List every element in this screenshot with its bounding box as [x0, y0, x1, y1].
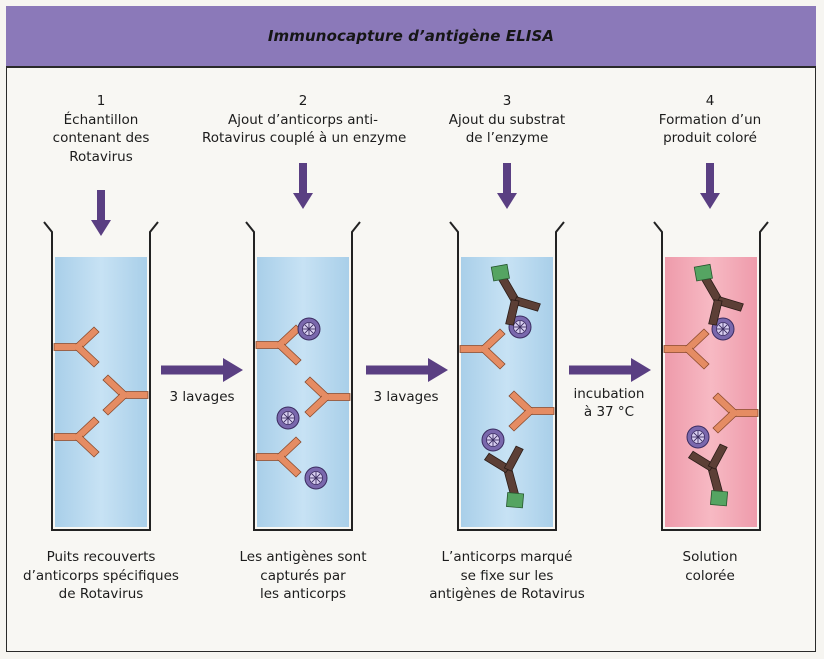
rotavirus-particle — [482, 429, 504, 451]
step-3-caption: L’anticorps marqué se fixe sur les antig… — [424, 548, 590, 604]
rotavirus-particle — [277, 407, 299, 429]
step-number: 4 — [640, 92, 780, 111]
transition-1-label: 3 lavages — [152, 388, 252, 407]
well-2 — [246, 222, 360, 530]
transition-2-label: 3 lavages — [356, 388, 456, 407]
step-3-label: 3 Ajout du substrat de l’enzyme — [432, 92, 582, 148]
step-2-label: 2 Ajout d’anticorps anti- Rotavirus coup… — [202, 92, 404, 148]
step-2-caption: Les antigènes sont capturés par les anti… — [228, 548, 378, 604]
step-1-label: 1 Échantillon contenant des Rotavirus — [36, 92, 166, 167]
color-formation-arrow — [700, 163, 720, 209]
transition-3-label: incubation à 37 °C — [556, 386, 662, 422]
well-1 — [44, 222, 158, 530]
transition-arrow-1 — [161, 358, 243, 382]
well-4 — [654, 222, 768, 530]
add-substrate-arrow — [497, 163, 517, 209]
rotavirus-particle — [687, 426, 709, 448]
add-sample-arrow — [91, 190, 111, 236]
rotavirus-particle — [298, 318, 320, 340]
step-4-caption: Solution colorée — [660, 548, 760, 585]
well-3 — [450, 222, 564, 530]
add-antibody-arrow — [293, 163, 313, 209]
step-4-label: 4 Formation d’un produit coloré — [640, 92, 780, 148]
transition-arrow-3 — [569, 358, 651, 382]
step-number: 2 — [202, 92, 404, 111]
transition-arrow-2 — [366, 358, 448, 382]
step-1-caption: Puits recouverts d’anticorps spécifiques… — [16, 548, 186, 604]
step-number: 1 — [36, 92, 166, 111]
rotavirus-particle — [305, 467, 327, 489]
step-number: 3 — [432, 92, 582, 111]
